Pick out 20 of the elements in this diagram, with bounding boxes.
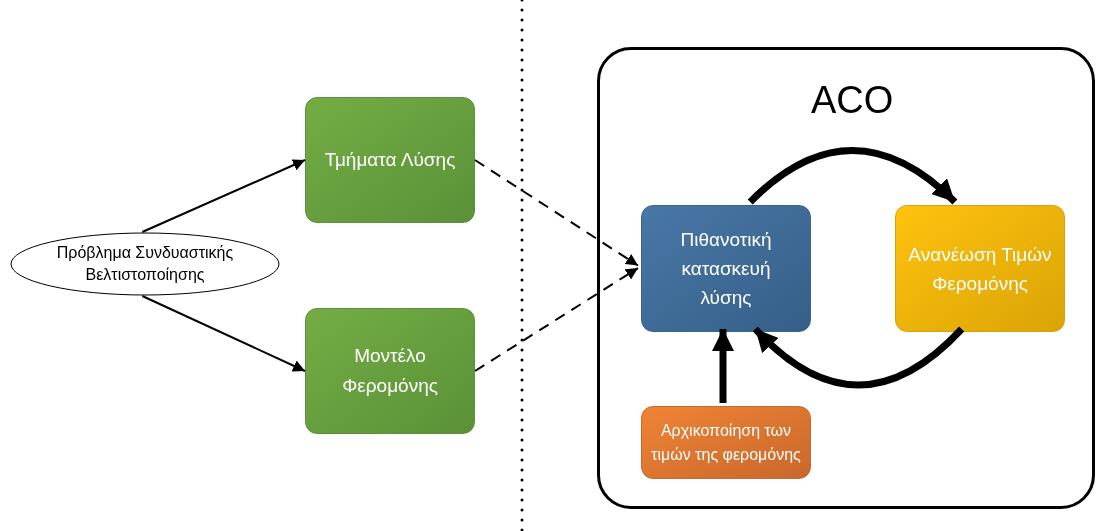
node-label: Αρχικοποίηση των τιμών της φερομόνης <box>650 420 802 465</box>
arrow <box>747 147 958 205</box>
container-title: ACO <box>811 79 894 121</box>
process-box <box>895 205 1065 332</box>
node-label: Ανανέωση Τιμών Φερομόνης <box>907 242 1053 296</box>
ellipse-node <box>10 232 280 296</box>
process-box <box>305 97 475 223</box>
arrow <box>141 159 306 233</box>
node-label: Μοντέλο Φερομόνης <box>341 344 439 398</box>
node-label: Πιθανοτική κατασκευή λύσης <box>679 228 773 310</box>
arrow <box>141 295 306 372</box>
process-box <box>305 308 475 434</box>
process-box <box>641 406 811 479</box>
arrow <box>474 159 639 267</box>
arrow <box>474 267 639 372</box>
arrow <box>752 326 965 389</box>
container-box <box>597 47 1095 509</box>
node-label: Πρόβλημα Συνδυαστικής Βελτιστοποίησης <box>55 243 235 285</box>
process-box <box>641 205 811 332</box>
node-label: Τμήματα Λύσης <box>323 148 457 172</box>
